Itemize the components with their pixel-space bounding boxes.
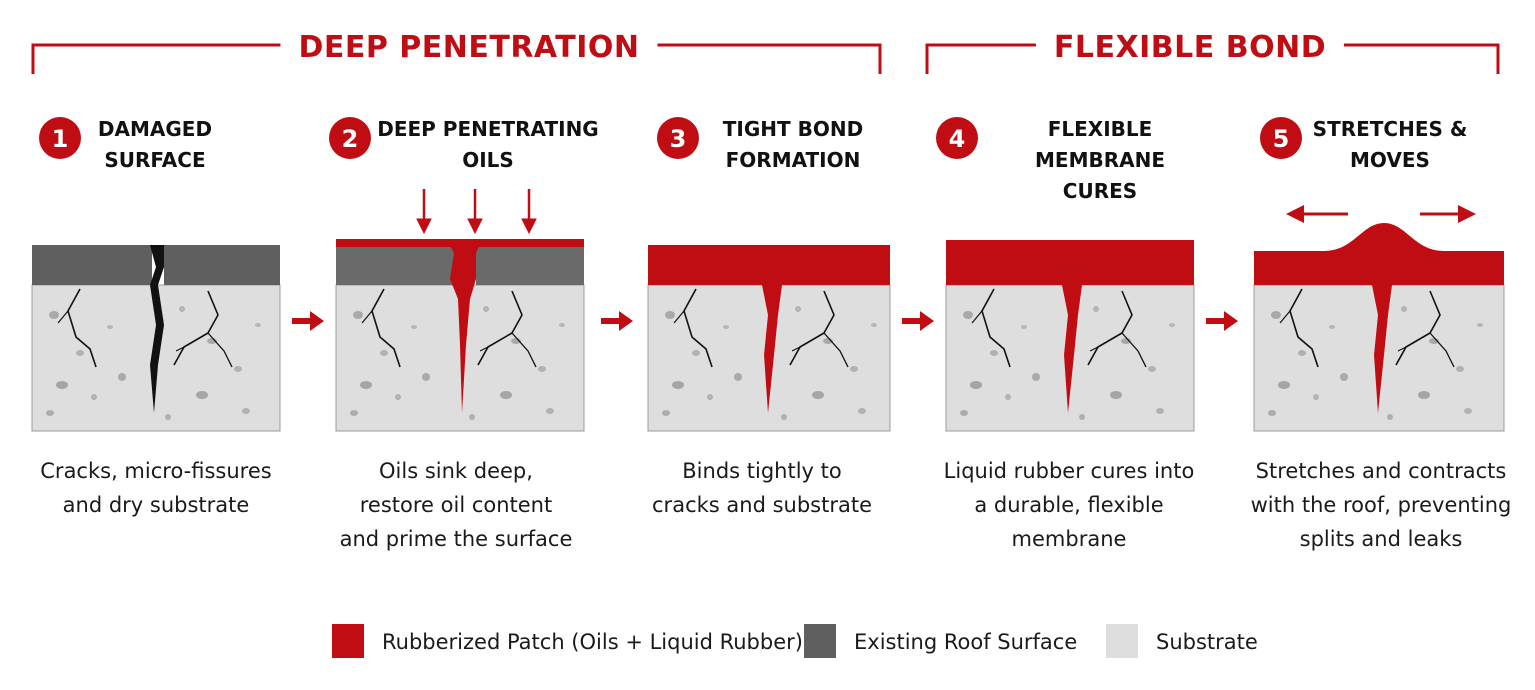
- panel-4-flexible-membrane: [945, 240, 1195, 432]
- panel-1-damaged-surface: [31, 245, 281, 432]
- legend-patch-swatch: [332, 624, 364, 658]
- step-3-title: TIGHT BOND FORMATION: [722, 117, 864, 172]
- legend-roof-swatch: [804, 624, 836, 658]
- step-3-description: Binds tightly to cracks and substrate: [652, 459, 872, 517]
- flow-arrow-2-3: [601, 311, 633, 331]
- step-4-description: Liquid rubber cures into a durable, flex…: [943, 459, 1195, 551]
- panel-2-deep-penetrating-oils: [335, 189, 585, 432]
- step-1-description: Cracks, micro-fissures and dry substrate: [40, 459, 272, 517]
- legend-roof-label: Existing Roof Surface: [854, 630, 1078, 654]
- step-4-title: FLEXIBLE MEMBRANE CURES: [1035, 117, 1165, 203]
- step-2-title: DEEP PENETRATING OILS: [377, 117, 599, 172]
- legend-patch-label: Rubberized Patch (Oils + Liquid Rubber): [382, 630, 803, 654]
- step-5-description: Stretches and contracts with the roof, p…: [1250, 459, 1512, 551]
- stretch-arrows: [1286, 205, 1476, 223]
- step-1-title: DAMAGED SURFACE: [97, 117, 213, 172]
- oil-down-arrows: [416, 189, 537, 235]
- panel-5-stretches-moves: [1253, 205, 1505, 432]
- legend-substrate-swatch: [1106, 624, 1138, 658]
- flow-arrow-4-5: [1206, 311, 1238, 331]
- panel-3-tight-bond: [647, 245, 891, 432]
- group-title-deep-penetration: DEEP PENETRATION: [280, 28, 658, 68]
- step-2-description: Oils sink deep, restore oil content and …: [339, 459, 573, 551]
- legend-substrate-label: Substrate: [1156, 630, 1258, 654]
- group-title-flexible-bond: FLEXIBLE BOND: [1035, 28, 1345, 68]
- flow-arrow-1-2: [292, 311, 324, 331]
- flow-arrow-3-4: [902, 311, 934, 331]
- step-5-title: STRETCHES & MOVES: [1312, 117, 1468, 172]
